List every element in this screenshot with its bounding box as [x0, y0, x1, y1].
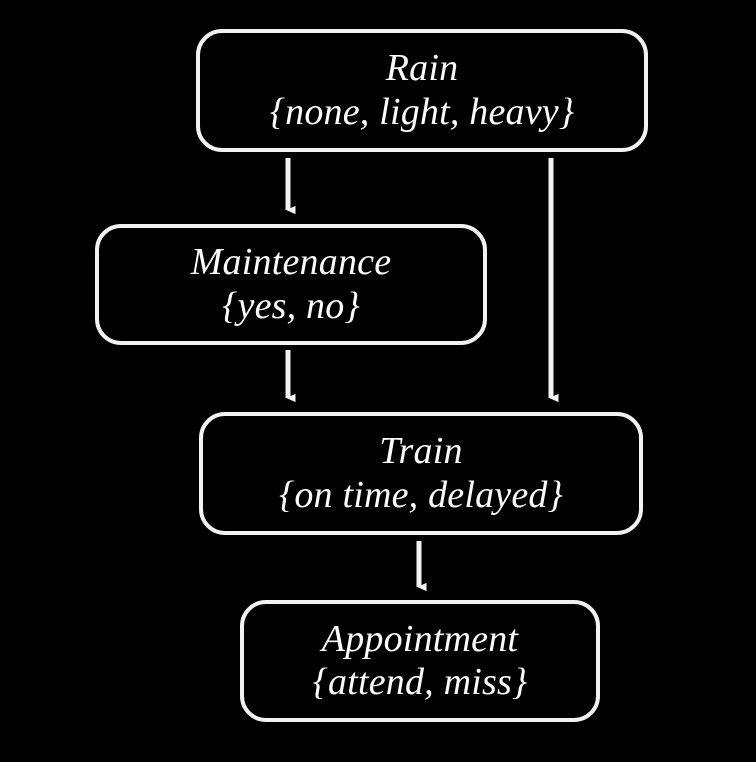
node-train-states: {on time, delayed}	[278, 473, 564, 516]
node-appointment-states: {attend, miss}	[312, 661, 528, 703]
node-rain[interactable]: Rain {none, light, heavy}	[196, 29, 648, 152]
node-appointment-label: Appointment	[321, 617, 519, 660]
node-rain-states: {none, light, heavy}	[269, 90, 575, 133]
node-train-label: Train	[379, 430, 463, 473]
node-rain-label: Rain	[385, 47, 459, 90]
node-maintenance-label: Maintenance	[190, 241, 392, 284]
node-appointment[interactable]: Appointment {attend, miss}	[240, 600, 600, 722]
node-maintenance[interactable]: Maintenance {yes, no}	[95, 224, 487, 345]
node-train[interactable]: Train {on time, delayed}	[199, 412, 643, 535]
node-maintenance-states: {yes, no}	[222, 284, 360, 327]
